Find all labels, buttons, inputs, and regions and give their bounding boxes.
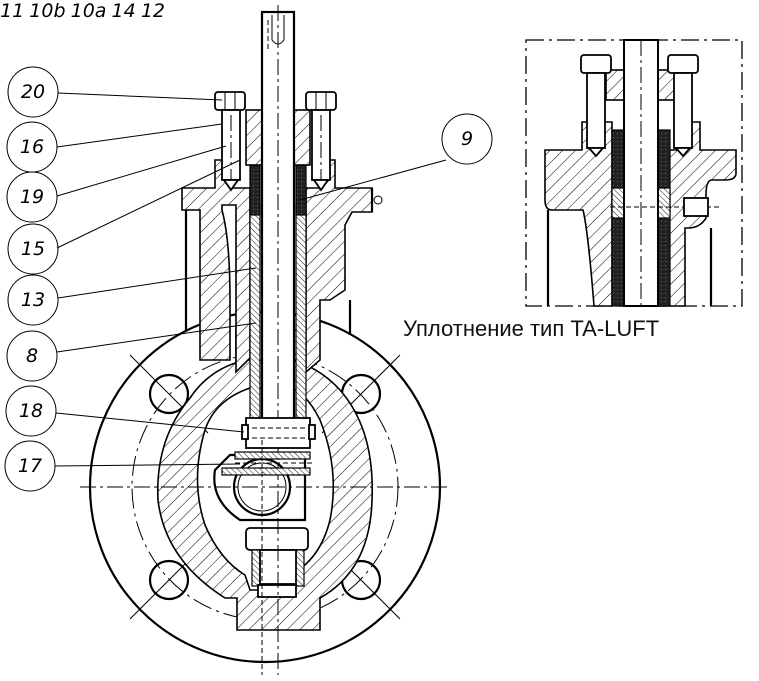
detail-view-standard bbox=[525, 39, 743, 307]
packing-rings-left bbox=[249, 164, 261, 216]
gland-right bbox=[293, 109, 311, 166]
callout-13: 13 bbox=[7, 274, 59, 326]
callout-20: 20 bbox=[7, 66, 59, 118]
svg-text:17: 17 bbox=[18, 455, 42, 477]
svg-text:16: 16 bbox=[20, 136, 44, 158]
callout-9: 9 bbox=[441, 113, 493, 165]
callout-17: 17 bbox=[4, 440, 56, 492]
ta-luft-caption: Уплотнение тип TA-LUFT bbox=[403, 316, 660, 341]
gland-left bbox=[245, 109, 263, 166]
svg-text:8: 8 bbox=[26, 345, 38, 367]
svg-text:20: 20 bbox=[21, 81, 45, 103]
svg-text:15: 15 bbox=[21, 238, 45, 260]
callout-19: 19 bbox=[6, 171, 58, 223]
callout-11: 11 bbox=[0, 0, 25, 22]
svg-text:9: 9 bbox=[461, 128, 473, 150]
svg-text:18: 18 bbox=[19, 400, 43, 422]
stem-collar bbox=[245, 417, 311, 449]
left-gland-stud bbox=[214, 91, 246, 192]
stem-bushing-right bbox=[295, 204, 307, 421]
callout-12: 12 bbox=[140, 0, 166, 22]
main-section-view bbox=[80, 5, 450, 675]
callout-8: 8 bbox=[6, 330, 58, 382]
svg-text:19: 19 bbox=[20, 186, 44, 208]
callout-15: 15 bbox=[7, 223, 59, 275]
packing-rings-right bbox=[295, 164, 307, 216]
callout-10b: 10b bbox=[29, 0, 66, 22]
callout-16: 16 bbox=[6, 121, 58, 173]
callout-18: 18 bbox=[5, 385, 57, 437]
lower-bearing-cap bbox=[245, 527, 309, 551]
test-port-plug bbox=[373, 195, 383, 205]
svg-text:13: 13 bbox=[21, 289, 45, 311]
right-gland-stud bbox=[305, 91, 337, 192]
key-plate bbox=[234, 451, 311, 460]
bonnet-neck bbox=[181, 159, 251, 374]
main-leaders bbox=[54, 92, 447, 467]
valve-body-section bbox=[156, 329, 374, 631]
callout-14: 14 bbox=[111, 0, 136, 22]
stem-bushing bbox=[249, 204, 261, 421]
callout-10a: 10a bbox=[70, 0, 107, 22]
